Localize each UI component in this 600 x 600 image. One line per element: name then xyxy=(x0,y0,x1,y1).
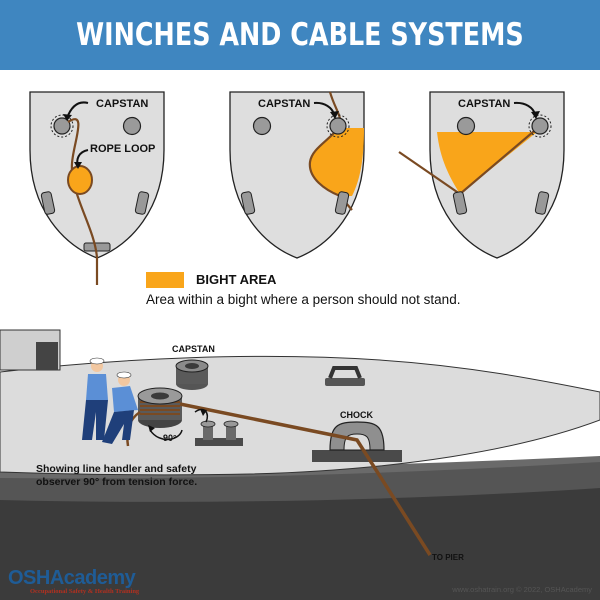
mooring-line xyxy=(179,402,432,556)
brand-logo: OSHAcademy Occupational Safety & Health … xyxy=(8,568,139,595)
page-title: WINCHES AND CABLE SYSTEMS xyxy=(76,17,524,53)
bow-diagram-rope-loop: CAPSTAN ROPE LOOP xyxy=(29,91,165,285)
main-capstan xyxy=(137,387,183,428)
bight-area xyxy=(309,128,364,196)
capstan-scene-label: CAPSTAN xyxy=(172,344,215,354)
bow-diagram-bight-small: CAPSTAN xyxy=(229,91,365,259)
line-handler-figure xyxy=(102,371,138,444)
copyright: www.oshatrain.org © 2022, OSHAcademy xyxy=(452,585,592,594)
header-banner: WINCHES AND CABLE SYSTEMS xyxy=(0,0,600,70)
scene-caption: Showing line handler and safety observer… xyxy=(36,463,198,488)
rope-loop-label: ROPE LOOP xyxy=(90,143,155,155)
brand-name: OSHAcademy xyxy=(8,567,136,589)
bight-area xyxy=(437,132,537,194)
bow-diagram-bight-large: CAPSTAN xyxy=(398,91,565,259)
legend-description: Area within a bight where a person shoul… xyxy=(146,292,461,307)
rope-loop-icon xyxy=(67,165,93,195)
capstan-label-2: CAPSTAN xyxy=(258,98,310,110)
to-pier-label: TO PIER xyxy=(432,553,464,562)
safety-observer-figure xyxy=(82,357,108,440)
capstan-winch xyxy=(175,359,209,390)
bitt-icon xyxy=(122,116,142,136)
angle-label: 90° xyxy=(163,433,177,443)
chock-label: CHOCK xyxy=(340,410,373,420)
capstan-label-1: CAPSTAN xyxy=(96,98,148,110)
legend-title: BIGHT AREA xyxy=(196,272,277,287)
capstan-icon xyxy=(329,117,347,135)
capstan-label-3: CAPSTAN xyxy=(458,98,510,110)
deck-scene: CAPSTAN CHOCK 90° TO PIER xyxy=(0,329,600,600)
brand-tagline: Occupational Safety & Health Training xyxy=(30,588,140,595)
cleat-icon xyxy=(325,366,365,386)
capstan-icon xyxy=(53,117,71,135)
capstan-icon xyxy=(531,117,549,135)
bollard-icon xyxy=(195,420,243,446)
legend-swatch xyxy=(146,272,184,288)
